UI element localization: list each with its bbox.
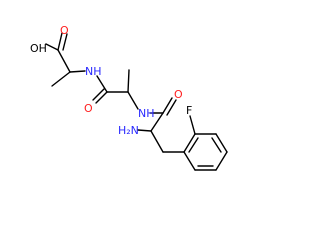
bond-acid-alpha <box>57 49 71 73</box>
bond-ring-4 <box>215 151 228 171</box>
amide-oxygen-label-2: O <box>174 88 183 101</box>
bond-amide1-carbonyl-1 <box>95 91 108 104</box>
bond-acid-carbonyl-1 <box>57 32 63 51</box>
bond-amide2-carbonyl-1 <box>162 97 173 114</box>
amine-label: H₂N <box>118 124 139 137</box>
amide-oxygen-label-1: O <box>84 102 93 115</box>
bond-alpha3-h2n <box>137 129 152 132</box>
bond-alpha2-nh2 <box>127 91 139 110</box>
nh-label-1: NH <box>85 65 102 78</box>
bond-ring-1 <box>183 133 196 153</box>
bond-alpha-methyl <box>51 71 71 87</box>
bond-amide2-carbonyl-2 <box>166 99 177 116</box>
bond-nh1-amide <box>96 75 108 93</box>
nh-label-2: NH <box>138 107 155 120</box>
bond-amide1-carbonyl-2 <box>92 88 105 101</box>
bond-ring-inner-1 <box>188 137 199 153</box>
molecule-structure: OH O NH O NH O F H₂N <box>30 24 228 171</box>
bonds <box>45 32 228 171</box>
bond-alpha2-methyl <box>127 69 130 93</box>
atom-labels: OH O NH O NH O F H₂N <box>30 24 192 137</box>
bond-amide2-alpha3 <box>150 112 164 132</box>
fluorine-label: F <box>186 104 192 117</box>
bond-alpha3-ch2 <box>150 130 164 153</box>
bond-ring-6 <box>183 151 196 171</box>
bond-ring-f <box>189 115 196 135</box>
bond-ring-inner-2 <box>211 137 222 153</box>
bond-alpha-nh1 <box>69 70 86 73</box>
bond-acid-carbonyl-2 <box>62 33 68 51</box>
bond-oh <box>45 43 59 51</box>
acid-oxygen-label: O <box>60 24 69 37</box>
bond-ring-3 <box>215 133 228 153</box>
oh-label: OH <box>30 42 47 55</box>
